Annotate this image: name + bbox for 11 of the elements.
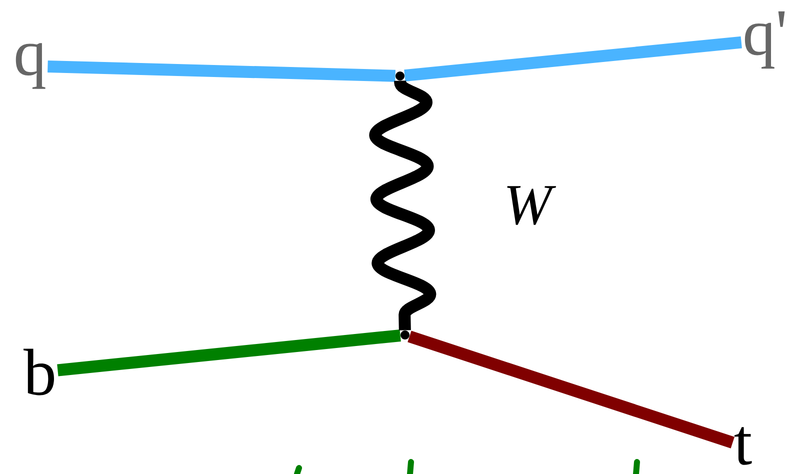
- vertex-dot: [400, 330, 410, 340]
- fermion-line: [404, 36, 742, 82]
- edge-label: W: [507, 186, 556, 225]
- particle-label: t: [734, 427, 752, 465]
- fermion-line: [48, 60, 396, 82]
- particle-label: q: [16, 43, 46, 89]
- vertex-dot: [396, 72, 404, 80]
- particle-label: q': [744, 11, 785, 69]
- fermion-line: [57, 330, 401, 376]
- particle-label: b: [24, 348, 54, 396]
- fermion-line: [408, 330, 735, 448]
